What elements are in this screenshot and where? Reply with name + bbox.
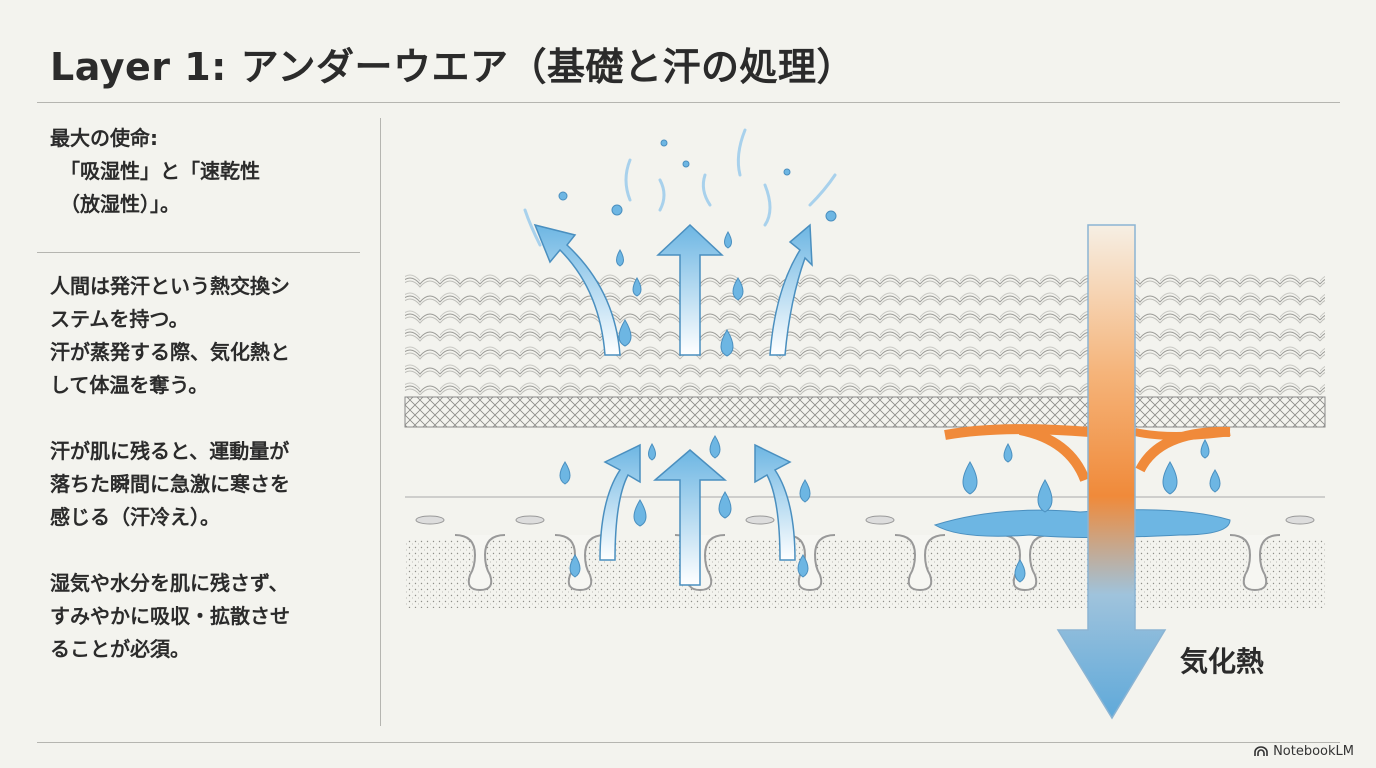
sweat-puddle — [933, 509, 1231, 538]
text-line: 湿気や水分を肌に残さず、 — [50, 571, 289, 595]
mission-line: 「吸湿性」と「速乾性 — [60, 159, 260, 183]
mission-heading: 最大の使命: — [50, 126, 158, 150]
footer-divider — [37, 742, 1340, 743]
mission-block: 最大の使命: 「吸湿性」と「速乾性 （放湿性）」。 — [50, 122, 260, 221]
fabric-outer-layer — [405, 270, 1325, 395]
wicking-arrows — [533, 223, 813, 586]
text-line: して体温を奪う。 — [50, 373, 209, 397]
vapor-wisps — [523, 128, 837, 247]
heat-label: 気化熱 — [1180, 645, 1265, 678]
paragraph-sweat-chill: 汗が肌に残ると、運動量が 落ちた瞬間に急激に寒さを 感じる（汗冷え）。 — [50, 435, 360, 534]
text-line: 人間は発汗という熱交換シ — [50, 274, 290, 298]
notebooklm-logo-icon — [1254, 746, 1268, 756]
text-line: 汗が蒸発する際、気化熱と — [50, 340, 290, 364]
column-divider — [380, 118, 381, 726]
text-line: すみやかに吸収・拡散させ — [50, 604, 290, 628]
fabric-hatched-layer — [404, 396, 1326, 428]
brand-footer: NotebookLM — [1254, 744, 1354, 759]
sweat-droplets — [558, 139, 1221, 583]
text-line: 感じる（汗冷え）。 — [50, 505, 220, 529]
page-title: Layer 1: アンダーウエア（基礎と汗の処理） — [50, 45, 856, 89]
paragraph-sweat-system: 人間は発汗という熱交換シ ステムを持つ。 汗が蒸発する際、気化熱と して体温を奪… — [50, 270, 360, 402]
text-line: ステムを持つ。 — [50, 307, 189, 331]
evaporative-heat-arrow — [944, 224, 1231, 720]
text-line: 落ちた瞬間に急激に寒さを — [50, 472, 290, 496]
explanation-text: 人間は発汗という熱交換シ ステムを持つ。 汗が蒸発する際、気化熱と して体温を奪… — [50, 270, 360, 699]
title-divider — [37, 102, 1340, 103]
text-line: 汗が肌に残ると、運動量が — [50, 439, 290, 463]
sweat-wicking-illustration — [404, 128, 1326, 720]
mission-divider — [37, 252, 360, 253]
brand-name: NotebookLM — [1273, 744, 1354, 759]
text-line: ることが必須。 — [50, 637, 190, 661]
paragraph-requirement: 湿気や水分を肌に残さず、 すみやかに吸収・拡散させ ることが必須。 — [50, 567, 360, 666]
mission-line: （放湿性）」。 — [60, 192, 180, 216]
